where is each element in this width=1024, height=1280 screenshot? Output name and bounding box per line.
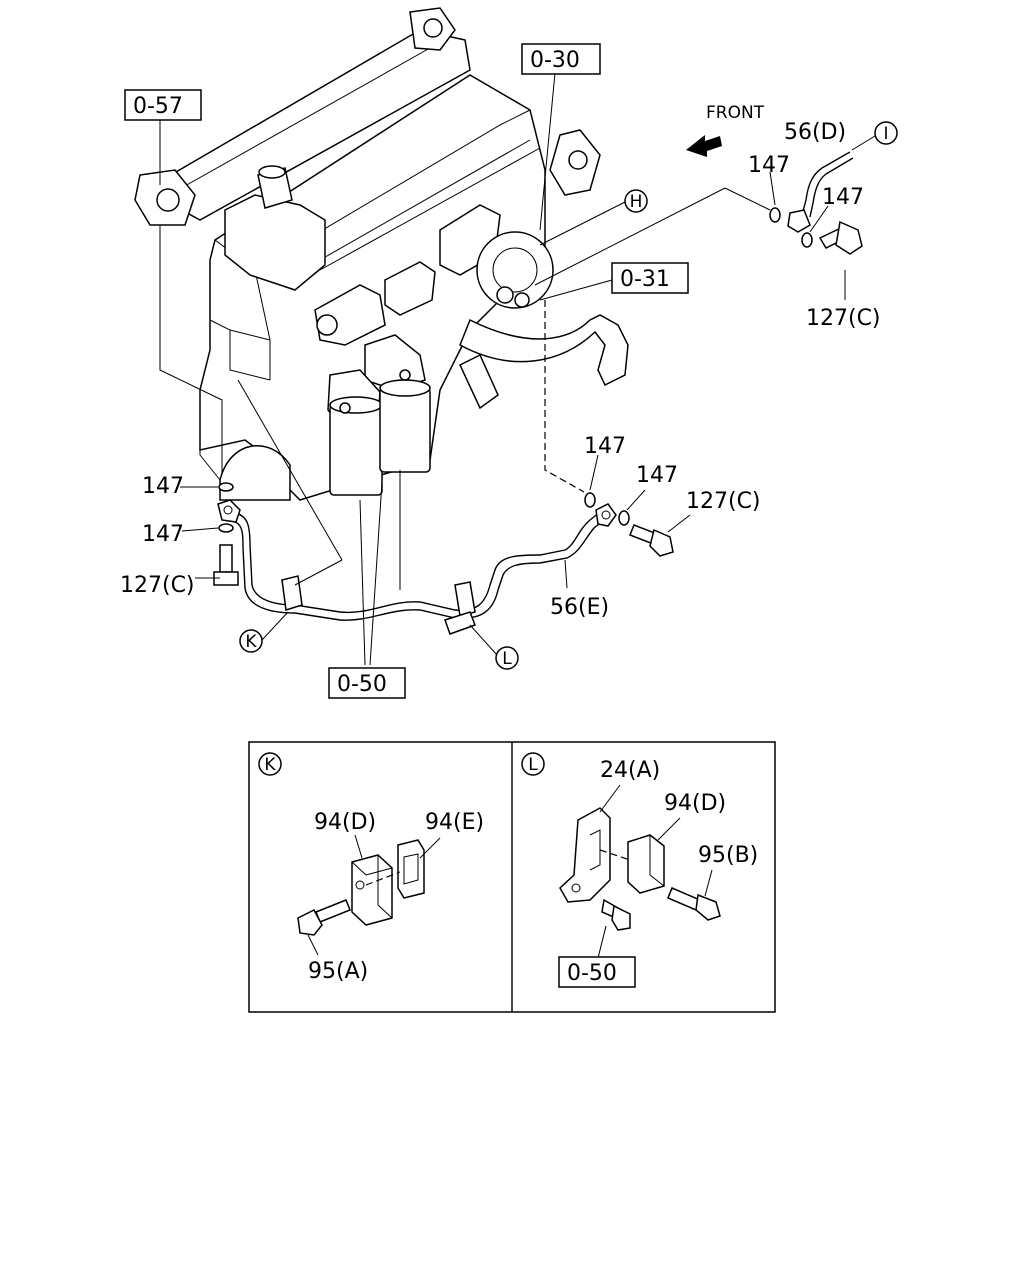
middle-banjo-hardware	[584, 492, 674, 557]
callout-h[interactable]: H	[624, 189, 648, 213]
svg-text:0-31: 0-31	[620, 267, 670, 292]
leader-lines	[159, 72, 876, 666]
svg-text:K: K	[245, 632, 257, 652]
part-label-94e: 94(E)	[425, 810, 484, 835]
part-label-147: 147	[142, 474, 184, 499]
ref-box-0-50-main[interactable]: 0-50	[328, 667, 406, 699]
part-label-147: 147	[142, 522, 184, 547]
callout-l-inset[interactable]: L	[521, 752, 545, 776]
part-label-95a: 95(A)	[308, 959, 368, 984]
fuel-pipe-56d	[769, 151, 863, 255]
callout-k[interactable]: K	[239, 629, 263, 653]
front-label: FRONT	[706, 103, 765, 123]
front-direction-indicator: FRONT	[686, 103, 765, 157]
svg-text:0-57: 0-57	[133, 94, 183, 119]
fuel-pipe-56e	[217, 499, 617, 635]
part-label-147: 147	[822, 185, 864, 210]
ref-box-0-57[interactable]: 0-57	[124, 89, 202, 121]
svg-text:0-50: 0-50	[337, 672, 387, 697]
detail-inset-k: K 94(D) 94(E) 95(A)	[258, 752, 484, 984]
callout-l[interactable]: L	[495, 646, 519, 670]
svg-text:0-50: 0-50	[567, 961, 617, 986]
svg-text:I: I	[883, 124, 888, 144]
callout-i[interactable]: I	[874, 121, 898, 145]
part-label-56e: 56(E)	[550, 595, 609, 620]
part-label-94d: 94(D)	[314, 810, 376, 835]
svg-text:0-30: 0-30	[530, 48, 580, 73]
part-label-94d: 94(D)	[664, 791, 726, 816]
part-labels-main: 56(D) 147 147 127(C) 147 147 127(C) 147 …	[120, 120, 881, 620]
part-label-127c: 127(C)	[120, 573, 195, 598]
detail-inset-l: L 24(A) 94(D) 95(B) 0-50	[521, 752, 758, 988]
ref-box-0-31[interactable]: 0-31	[611, 262, 689, 294]
part-label-24a: 24(A)	[600, 758, 660, 783]
ref-box-0-50-inset[interactable]: 0-50	[558, 956, 636, 988]
part-label-147: 147	[636, 463, 678, 488]
part-label-127c: 127(C)	[806, 306, 881, 331]
callout-k-inset[interactable]: K	[258, 752, 282, 776]
svg-text:L: L	[528, 755, 538, 775]
part-label-147: 147	[748, 153, 790, 178]
svg-text:L: L	[502, 649, 512, 669]
front-arrow-icon	[686, 135, 722, 157]
part-label-127c: 127(C)	[686, 489, 761, 514]
fuel-filter-assembly	[327, 334, 431, 496]
svg-text:K: K	[264, 755, 276, 775]
part-label-147: 147	[584, 434, 626, 459]
svg-text:H: H	[630, 192, 643, 212]
part-label-56d: 56(D)	[784, 120, 846, 145]
ref-box-0-30[interactable]: 0-30	[521, 43, 601, 75]
engine-block-drawing	[134, 7, 629, 501]
detail-inset-panels	[248, 741, 776, 1013]
part-label-95b: 95(B)	[698, 843, 758, 868]
left-banjo-hardware	[213, 482, 239, 586]
